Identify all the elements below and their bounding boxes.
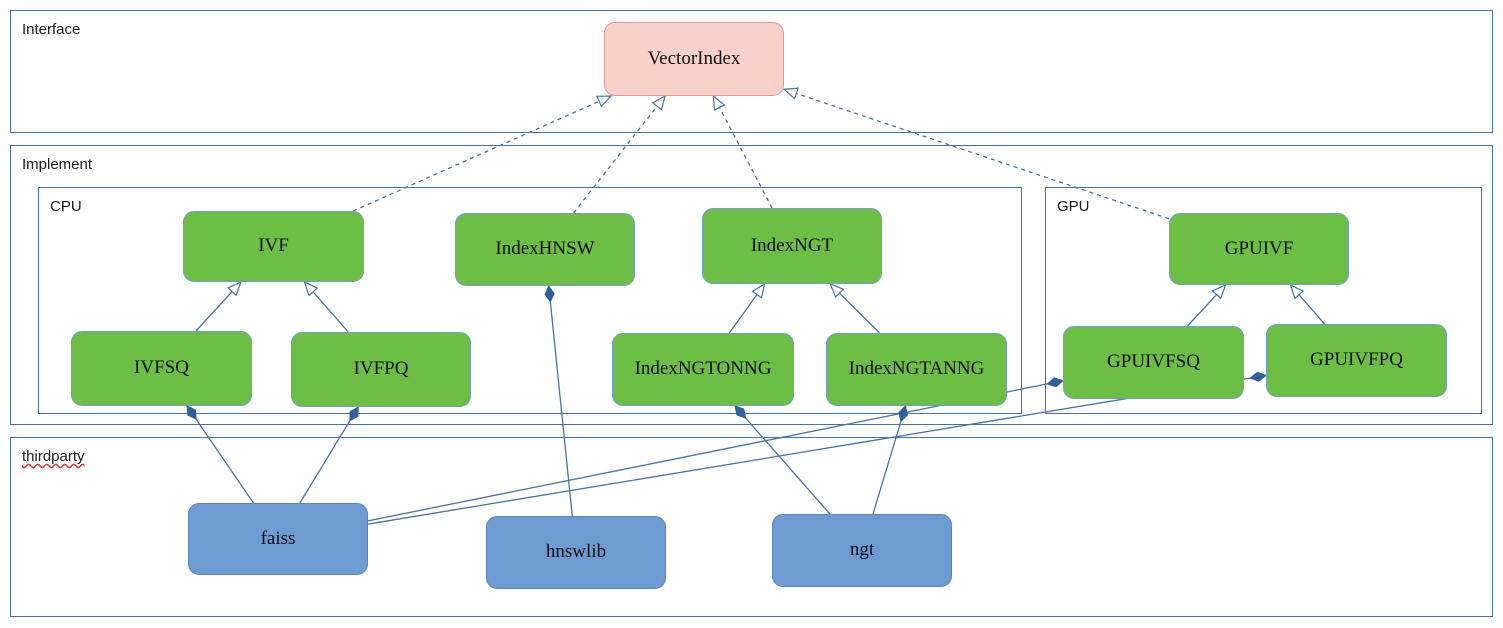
node-label-faiss: faiss bbox=[260, 527, 296, 549]
group-label-cpu: CPU bbox=[50, 198, 82, 215]
node-vectorindex[interactable]: VectorIndex bbox=[604, 22, 784, 96]
node-label-indexngtonng: IndexNGTONNG bbox=[634, 358, 772, 380]
group-gpu bbox=[1045, 187, 1482, 414]
group-label-implement: Implement bbox=[22, 156, 93, 173]
node-gpuivf[interactable]: GPUIVF bbox=[1169, 213, 1349, 285]
group-label-interface: Interface bbox=[22, 21, 81, 38]
node-faiss[interactable]: faiss bbox=[188, 503, 368, 575]
node-indexngtonng[interactable]: IndexNGTONNG bbox=[612, 333, 794, 406]
node-label-gpuivf: GPUIVF bbox=[1224, 237, 1294, 259]
node-label-gpuivfpq: GPUIVFPQ bbox=[1310, 349, 1403, 371]
node-label-ngt: ngt bbox=[849, 539, 875, 561]
node-gpuivfsq[interactable]: GPUIVFSQ bbox=[1063, 326, 1244, 399]
node-indexhnsw[interactable]: IndexHNSW bbox=[455, 213, 635, 286]
node-label-indexhnsw: IndexHNSW bbox=[495, 238, 595, 260]
node-ngt[interactable]: ngt bbox=[772, 514, 952, 587]
node-ivf[interactable]: IVF bbox=[183, 211, 364, 282]
node-label-ivfpq: IVFPQ bbox=[353, 358, 409, 380]
node-label-indexngtanng: IndexNGTANNG bbox=[848, 358, 985, 380]
node-label-indexngt: IndexNGT bbox=[750, 234, 834, 256]
node-hnswlib[interactable]: hnswlib bbox=[486, 516, 666, 589]
node-ivfpq[interactable]: IVFPQ bbox=[291, 332, 471, 407]
node-label-hnswlib: hnswlib bbox=[545, 541, 607, 563]
group-label-thirdparty: thirdparty bbox=[22, 448, 85, 465]
node-label-ivf: IVF bbox=[258, 235, 289, 257]
node-label-ivfsq: IVFSQ bbox=[134, 357, 189, 379]
node-indexngtanng[interactable]: IndexNGTANNG bbox=[826, 333, 1007, 406]
node-ivfsq[interactable]: IVFSQ bbox=[71, 331, 252, 406]
node-label-gpuivfsq: GPUIVFSQ bbox=[1107, 351, 1200, 373]
node-gpuivfpq[interactable]: GPUIVFPQ bbox=[1266, 324, 1447, 397]
node-label-vectorindex: VectorIndex bbox=[647, 47, 741, 69]
group-label-gpu: GPU bbox=[1057, 198, 1090, 215]
node-indexngt[interactable]: IndexNGT bbox=[702, 208, 882, 284]
